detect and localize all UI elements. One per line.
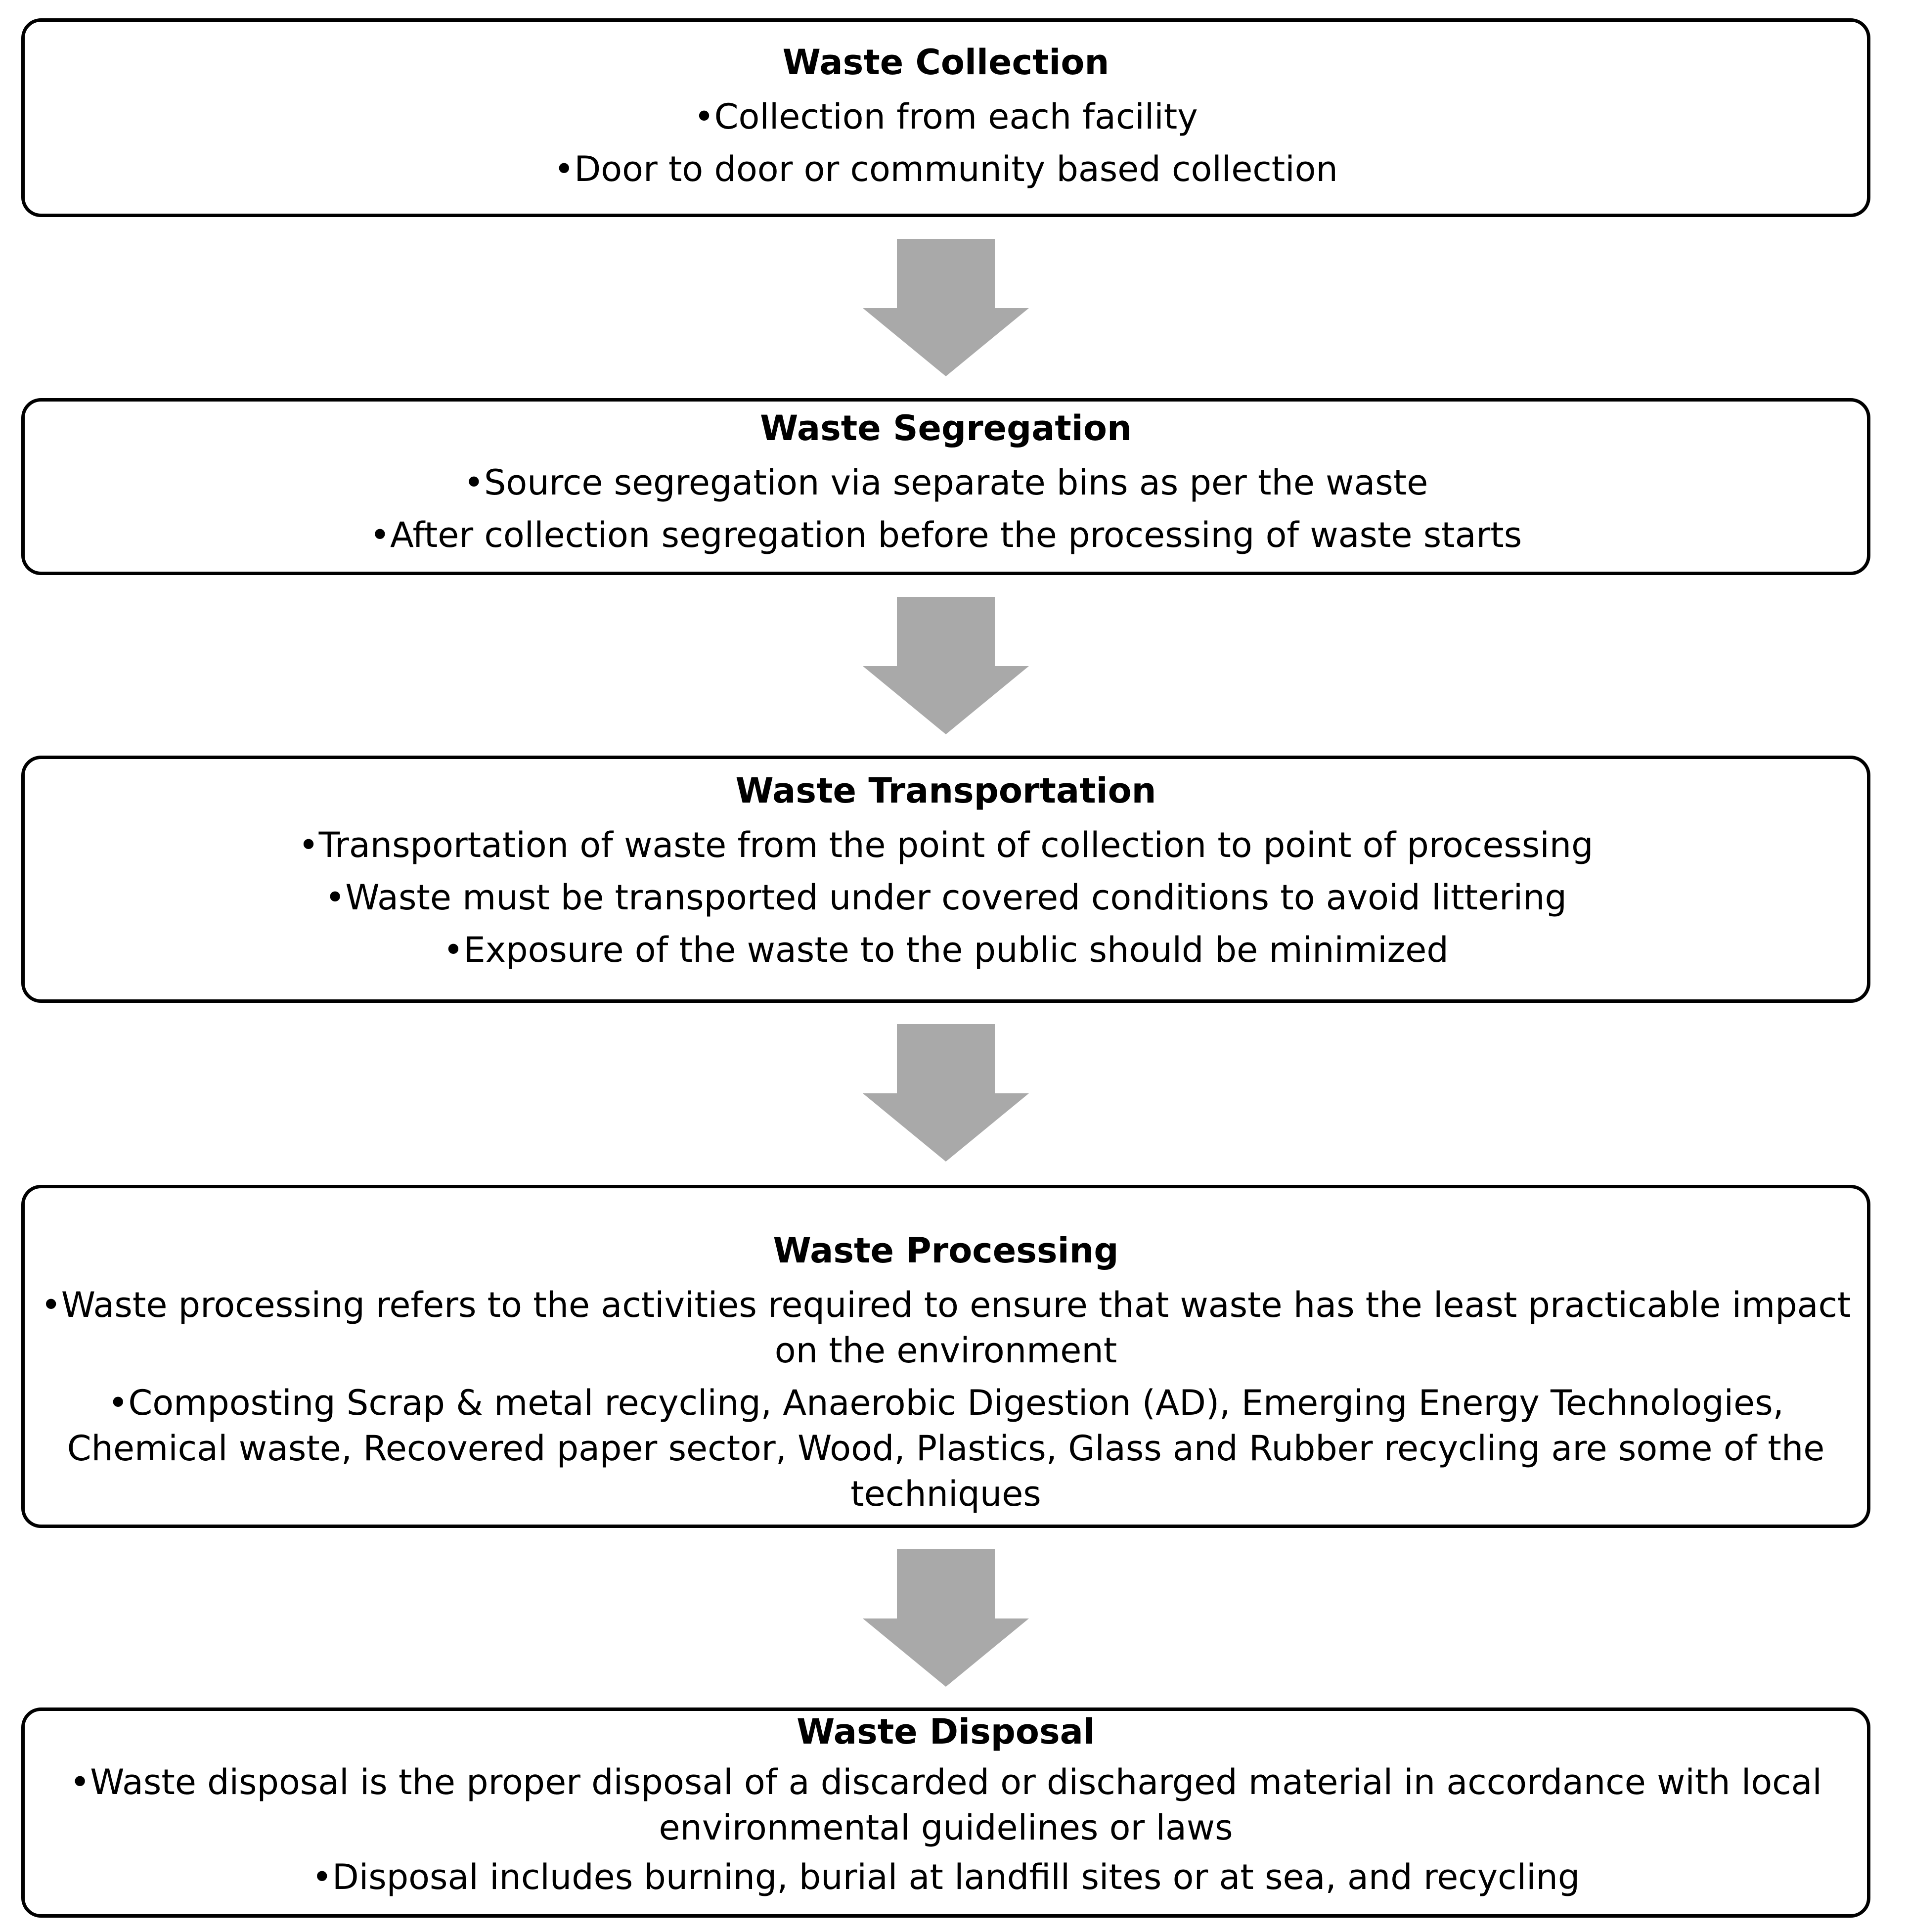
down-arrow-icon [863,1549,1029,1687]
down-arrow-icon [863,239,1029,376]
stage-point: •After collection segregation before the… [369,515,1522,555]
stage-title: Waste Disposal [797,1711,1095,1752]
stage-title: Waste Segregation [760,408,1132,449]
down-arrow-icon [863,597,1029,734]
stage-point: •Collection from each facility [694,96,1198,137]
stage-box-waste-processing: Waste Processing •Waste processing refer… [21,1185,1870,1528]
down-arrow-icon [863,1024,1029,1162]
stage-box-waste-collection: Waste Collection •Collection from each f… [21,18,1870,217]
stage-title: Waste Processing [773,1230,1119,1271]
stage-point: •Waste must be transported under covered… [325,877,1567,918]
stage-point: •Exposure of the waste to the public sho… [443,930,1449,970]
stage-title: Waste Collection [782,42,1109,83]
stage-box-waste-transportation: Waste Transportation •Transportation of … [21,756,1870,1003]
stage-point: •Transportation of waste from the point … [298,825,1594,865]
stage-point: •Source segregation via separate bins as… [463,462,1428,503]
stage-point: •Waste disposal is the proper disposal o… [70,1762,1822,1848]
stage-point: •Composting Scrap & metal recycling, Ana… [67,1383,1825,1514]
stage-box-waste-disposal: Waste Disposal •Waste disposal is the pr… [21,1707,1870,1918]
stage-box-waste-segregation: Waste Segregation •Source segregation vi… [21,398,1870,575]
stage-title: Waste Transportation [735,770,1156,811]
stage-point: •Door to door or community based collect… [554,149,1338,189]
stage-point: •Waste processing refers to the activiti… [41,1285,1851,1371]
stage-point: •Disposal includes burning, burial at la… [311,1857,1580,1897]
